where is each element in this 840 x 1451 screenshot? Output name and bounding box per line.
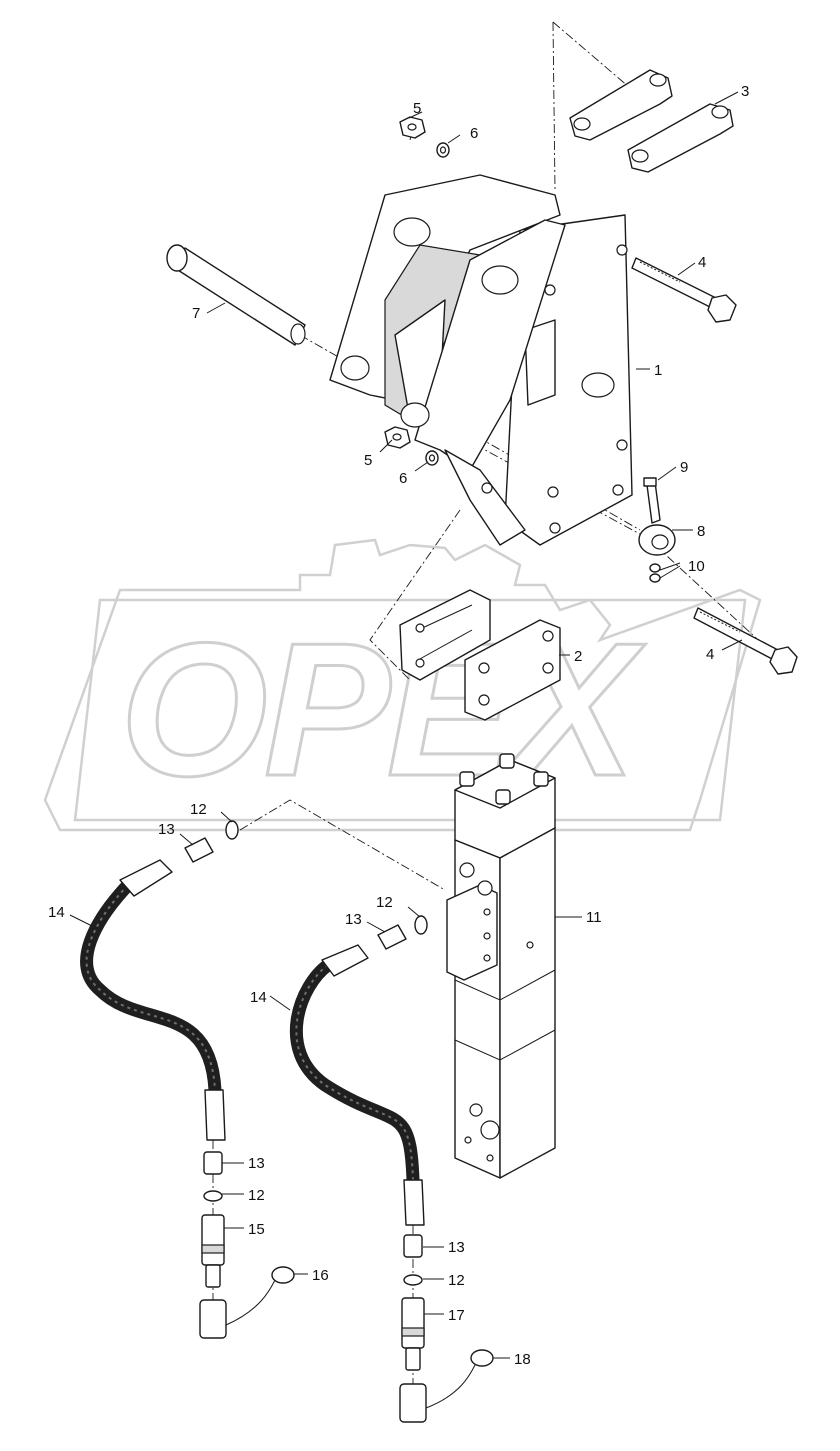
callout-leaders xyxy=(69,91,743,1359)
callout-5-lower: 5 xyxy=(364,452,372,469)
fitting-right-top xyxy=(377,915,428,950)
callout-5-upper: 5 xyxy=(413,100,421,117)
callout-14-right: 14 xyxy=(250,989,267,1006)
dust-cap-right xyxy=(399,1349,494,1423)
callout-13-right-top: 13 xyxy=(345,911,362,928)
link-plate-lower xyxy=(627,103,734,173)
callout-1: 1 xyxy=(654,362,662,379)
spacer-plate-front xyxy=(464,619,561,721)
hose-left xyxy=(80,859,226,1141)
callout-18: 18 xyxy=(514,1351,531,1368)
callout-15: 15 xyxy=(248,1221,265,1238)
callout-labels: 1 2 3 4 4 5 5 6 6 7 8 9 10 11 12 12 12 1… xyxy=(48,83,749,1368)
callout-4-lower: 4 xyxy=(706,646,714,663)
watermark-logo: OPEX xyxy=(43,538,762,832)
callout-3: 3 xyxy=(741,83,749,100)
callout-7: 7 xyxy=(192,305,200,322)
fitting-right-bottom xyxy=(403,1234,423,1286)
callout-12-right-top: 12 xyxy=(376,894,393,911)
fitting-left-bottom xyxy=(203,1151,223,1202)
bolt-upper xyxy=(631,257,737,323)
callout-4-upper: 4 xyxy=(698,254,706,271)
mounting-bracket xyxy=(329,174,633,546)
callout-14-left: 14 xyxy=(48,904,65,921)
callout-17: 17 xyxy=(448,1307,465,1324)
nut-lower xyxy=(384,426,411,449)
callout-16: 16 xyxy=(312,1267,329,1284)
callout-2: 2 xyxy=(574,648,582,665)
link-plate-upper xyxy=(569,69,673,141)
clamp-collar xyxy=(638,524,676,556)
coupling-right xyxy=(401,1297,425,1371)
valve-block xyxy=(446,753,556,1179)
callout-6-lower: 6 xyxy=(399,470,407,487)
callout-11: 11 xyxy=(586,909,602,926)
callout-13-left-bottom: 13 xyxy=(248,1155,265,1172)
callout-13-left-top: 13 xyxy=(158,821,175,838)
coupling-left xyxy=(201,1214,225,1288)
callout-13-right-bottom: 13 xyxy=(448,1239,465,1256)
washer-lower xyxy=(425,450,439,466)
nut-washer-set xyxy=(649,563,661,583)
hinge-pin xyxy=(166,244,306,346)
nut-upper xyxy=(399,116,426,139)
bolt-lower xyxy=(693,607,798,675)
spacer-plate-rear xyxy=(399,589,491,681)
callout-12-left-bottom: 12 xyxy=(248,1187,265,1204)
callout-12-left-top: 12 xyxy=(190,801,207,818)
callout-9: 9 xyxy=(680,459,688,476)
watermark-text: OPEX xyxy=(120,604,646,816)
hose-right xyxy=(289,944,425,1226)
dust-cap-left xyxy=(199,1266,295,1339)
callout-12-right-bottom: 12 xyxy=(448,1272,465,1289)
washer-upper xyxy=(436,142,450,158)
callout-6-upper: 6 xyxy=(470,125,478,142)
callout-8: 8 xyxy=(697,523,705,540)
fitting-left-top xyxy=(184,820,239,863)
callout-10: 10 xyxy=(688,558,705,575)
bolt-small xyxy=(643,477,661,524)
